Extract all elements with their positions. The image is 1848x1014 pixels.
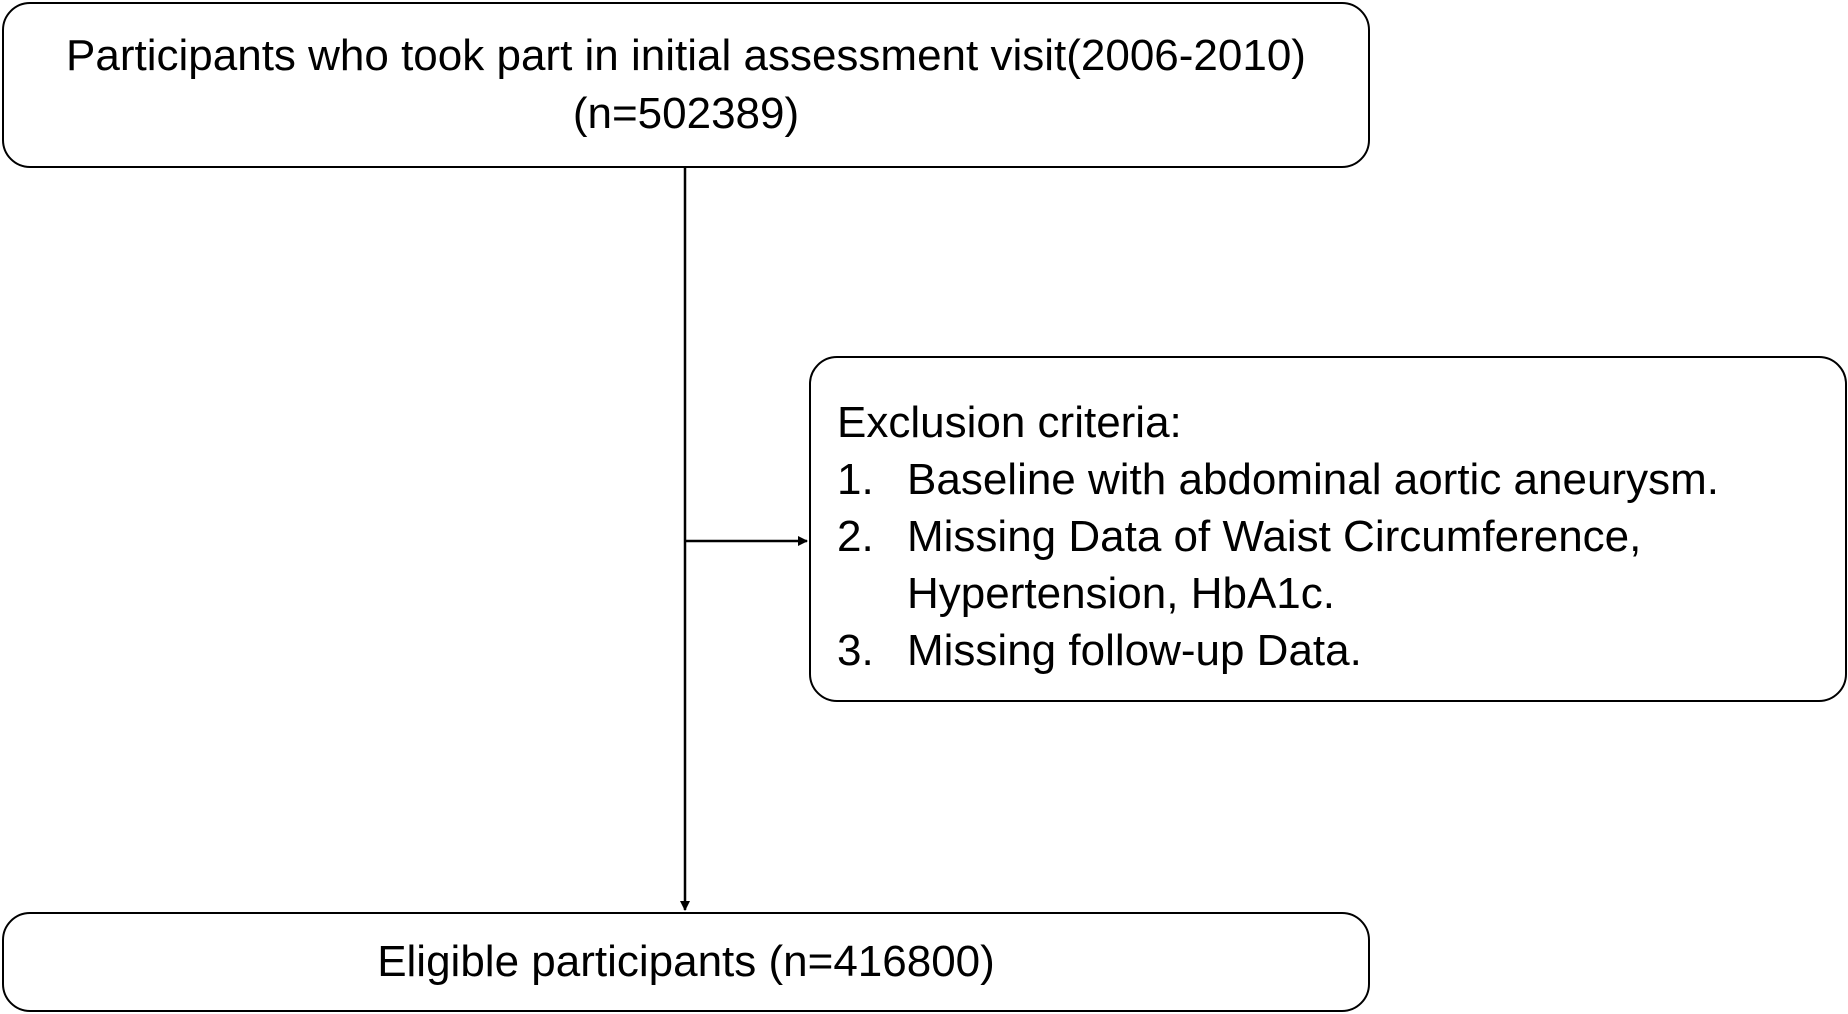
exclusion-item-2: 2. Missing Data of Waist Circumference, … xyxy=(837,508,1845,622)
exclusion-criteria-box: Exclusion criteria: 1. Baseline with abd… xyxy=(809,356,1847,702)
initial-participants-label: Participants who took part in initial as… xyxy=(66,31,1306,80)
initial-participants-box: Participants who took part in initial as… xyxy=(2,2,1370,168)
exclusion-item-1: 1. Baseline with abdominal aortic aneury… xyxy=(837,451,1845,508)
exclusion-item-text-line: Missing Data of Waist Circumference, xyxy=(907,512,1642,561)
exclusion-item-text: Baseline with abdominal aortic aneurysm. xyxy=(907,455,1719,504)
exclusion-criteria-list: 1. Baseline with abdominal aortic aneury… xyxy=(837,451,1845,679)
exclusion-item-number: 2. xyxy=(837,512,874,561)
exclusion-item-3: 3. Missing follow-up Data. xyxy=(837,622,1845,679)
exclusion-item-text: Missing Data of Waist Circumference, Hyp… xyxy=(907,508,1845,622)
eligible-participants-box: Eligible participants (n=416800) xyxy=(2,912,1370,1012)
exclusion-item-text-line: Hypertension, HbA1c. xyxy=(907,569,1335,618)
exclusion-item-number: 3. xyxy=(837,626,874,675)
exclusion-criteria-title: Exclusion criteria: xyxy=(837,398,1182,447)
initial-participants-count: (n=502389) xyxy=(572,89,800,138)
exclusion-item-text: Missing follow-up Data. xyxy=(907,626,1362,675)
exclusion-item-number: 1. xyxy=(837,455,874,504)
eligible-participants-label: Eligible participants (n=416800) xyxy=(377,937,995,986)
